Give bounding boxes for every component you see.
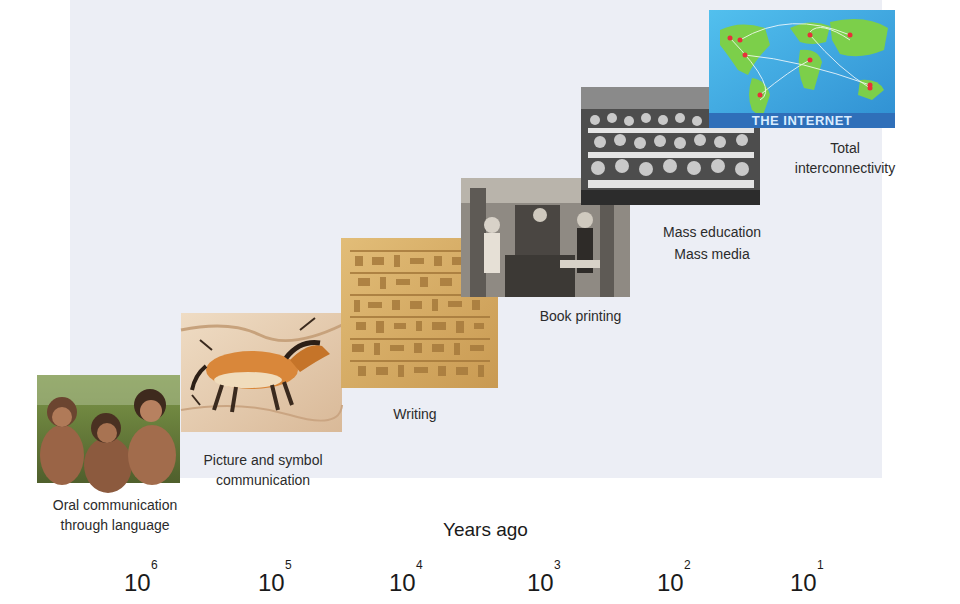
- picture-caption: THE INTERNET: [709, 114, 895, 128]
- exponent: 5: [285, 558, 292, 572]
- tick-label: 10: [527, 568, 554, 597]
- cave-painting-picture: [181, 313, 342, 432]
- stage-caption: Mass education: [647, 222, 777, 242]
- stage-picture: Oral communication through language: [37, 375, 180, 483]
- exponent: 3: [554, 558, 561, 572]
- tick-label: 10: [657, 568, 684, 597]
- stage-picture: Picture and symbol communication: [181, 313, 342, 432]
- stage-caption: Total interconnectivity: [785, 138, 905, 178]
- axis-title: Years ago: [443, 518, 528, 541]
- exponent: 4: [416, 558, 423, 572]
- exponent: 1: [817, 558, 824, 572]
- stage-picture: Writing: [341, 238, 498, 388]
- tick-label: 10: [258, 568, 285, 597]
- cavemen-picture: [37, 375, 180, 493]
- stage-caption: Book printing: [523, 306, 638, 326]
- stage-picture: Mass educationMass media: [581, 87, 760, 205]
- tick-label: 10: [790, 568, 817, 597]
- stage-picture: THE INTERNETTotal interconnectivity: [709, 10, 895, 128]
- world-network-picture: [709, 10, 895, 128]
- tick-label: 10: [389, 568, 416, 597]
- stage-caption: Oral communication through language: [40, 495, 190, 535]
- exponent: 6: [151, 558, 158, 572]
- tick-label: 10: [124, 568, 151, 597]
- stage-picture: Book printing: [461, 178, 630, 297]
- stage-caption: Picture and symbol communication: [183, 450, 343, 490]
- stage-caption: Writing: [360, 404, 470, 424]
- exponent: 2: [684, 558, 691, 572]
- stage-caption: Mass media: [647, 244, 777, 264]
